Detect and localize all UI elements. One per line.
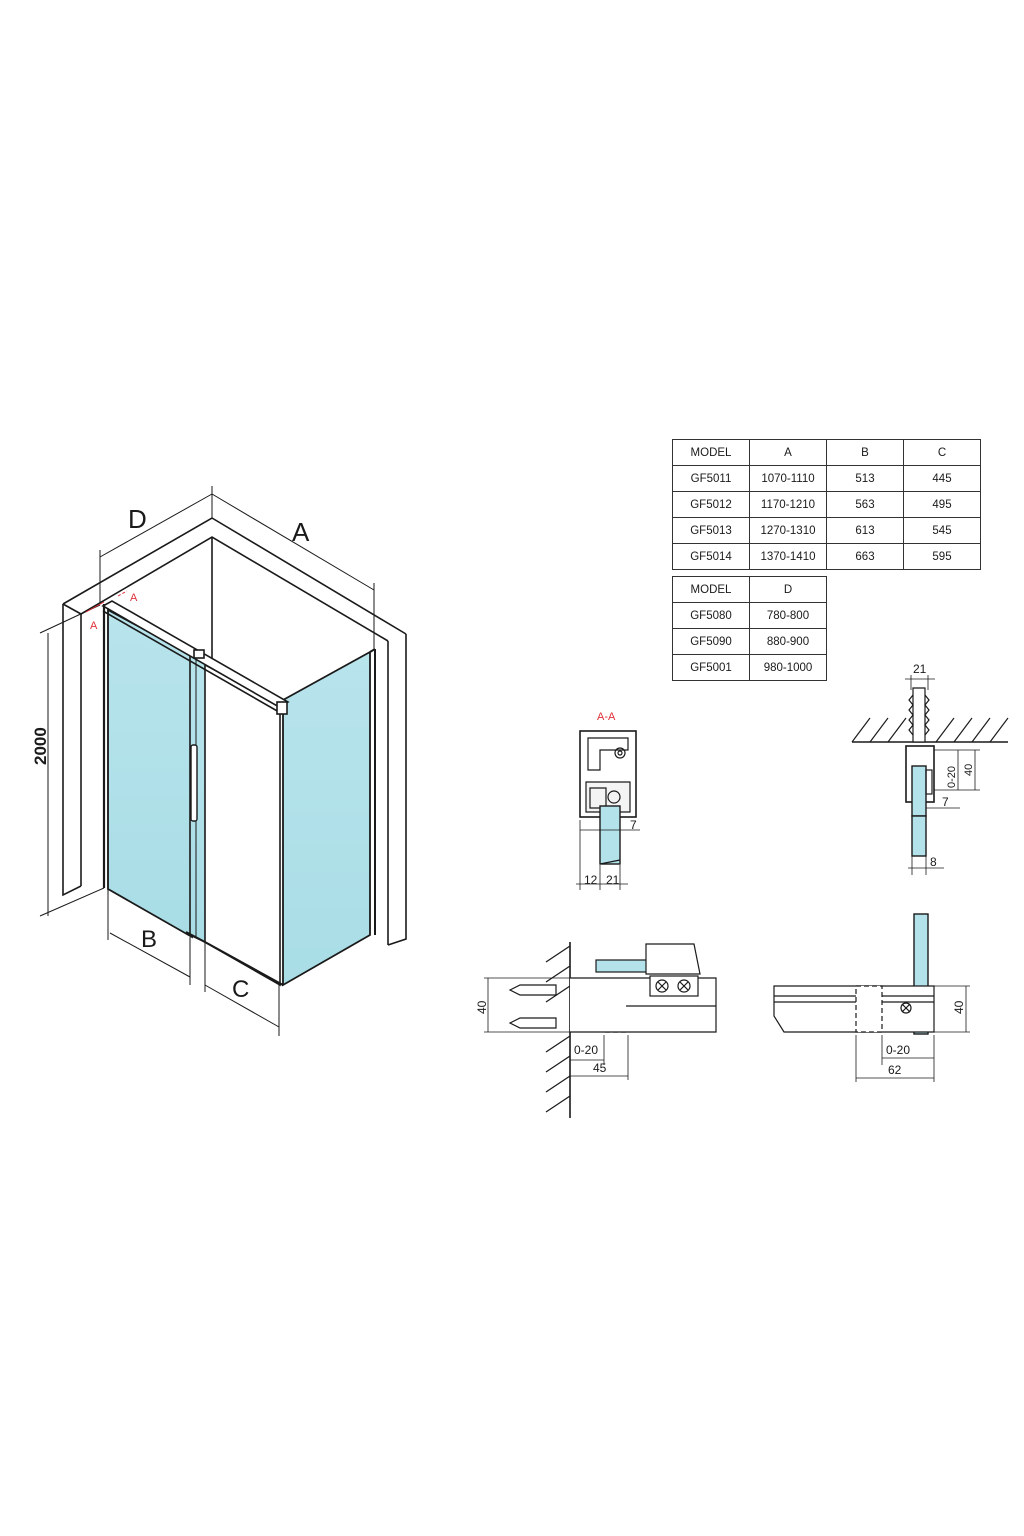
dimension-d [99,486,213,604]
wall-dim-45: 45 [593,1061,607,1075]
table-cell: 1070-1110 [749,465,827,492]
table-cell: 595 [903,543,981,570]
section-mark-top: A [130,592,138,604]
table-cell: 513 [826,465,904,492]
dimension-c [204,942,280,1036]
table-row: GF5080 780-800 [672,602,827,629]
table-cell: GF5011 [672,465,750,492]
ceiling-dim-8: 8 [930,855,937,869]
end-detail [773,913,970,1082]
table-cell: 1370-1410 [749,543,827,570]
table-cell: GF5014 [672,543,750,570]
table-cell: 1270-1310 [749,517,827,544]
label-c: C [232,976,249,1003]
label-a: A [292,517,310,547]
ceiling-dim-21: 21 [913,662,927,676]
table-header-row: MODEL D [672,576,827,603]
table-row: GF5001 980-1000 [672,654,827,681]
table-cell: GF5001 [672,654,750,681]
table-cell: GF5080 [672,602,750,629]
table-row: GF5012 1170-1210 563 495 [672,491,981,518]
end-dim-62: 62 [888,1063,902,1077]
ceiling-dim-7: 7 [942,795,949,809]
section-aa-dim-12: 12 [584,873,598,887]
label-b: B [141,926,157,953]
table-cell: 663 [826,543,904,570]
table-cell: GF5013 [672,517,750,544]
model-table-abc: MODEL A B C GF5011 1070-1110 513 445 GF5… [672,439,981,570]
table-cell: 563 [826,491,904,518]
dimension-b [107,890,191,985]
table-row: GF5014 1370-1410 663 595 [672,543,981,570]
section-aa-detail [576,730,640,890]
table-row: GF5011 1070-1110 513 445 [672,465,981,492]
table-cell: 495 [903,491,981,518]
table-cell: 980-1000 [749,654,827,681]
table-cell: 880-900 [749,628,827,655]
section-aa-dim-21: 21 [606,873,620,887]
wall-dim-40: 40 [475,1000,489,1014]
table-cell: GF5090 [672,628,750,655]
wall-outline [62,517,407,946]
dimension-a [211,493,375,650]
table-header-cell: MODEL [672,576,750,603]
section-aa-title: A-A [597,711,616,723]
side-glass-panel [282,650,371,987]
ceiling-dim-0-20: 0-20 [946,766,958,788]
label-height: 2000 [31,727,50,765]
table-row: GF5090 880-900 [672,628,827,655]
wall-dim-0-20: 0-20 [574,1043,598,1057]
section-marker [85,590,128,613]
end-dim-0-20: 0-20 [886,1043,910,1057]
top-rail [101,600,290,715]
label-d: D [128,504,147,534]
wall-detail [484,942,717,1118]
section-aa-dim-7: 7 [630,818,637,832]
end-dim-40: 40 [952,1000,966,1014]
ceiling-dim-40: 40 [963,764,975,776]
ceiling-detail [851,675,1009,875]
model-table-d: MODEL D GF5080 780-800 GF5090 880-900 GF… [672,576,827,681]
table-header-row: MODEL A B C [672,439,981,466]
table-header-cell: MODEL [672,439,750,466]
section-mark-bottom: A [90,620,98,632]
door-handle [190,744,198,822]
